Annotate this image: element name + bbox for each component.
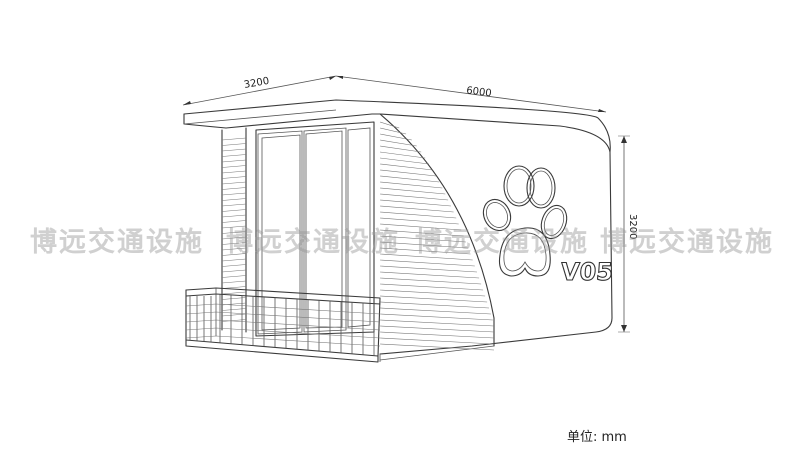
louvre-slat bbox=[379, 205, 454, 213]
louvre-slat bbox=[379, 163, 433, 171]
louvre-slat bbox=[379, 157, 430, 165]
louvre-slat bbox=[379, 283, 484, 291]
louvre-slat bbox=[379, 139, 417, 147]
louvre-slat bbox=[379, 331, 495, 339]
louvre-slat bbox=[221, 247, 247, 251]
louvre-slat bbox=[379, 151, 426, 159]
louvre-panel bbox=[379, 121, 495, 351]
watermark-3: 博远交通设施 bbox=[415, 227, 589, 258]
louvre-slat bbox=[379, 235, 466, 243]
cabin-body bbox=[379, 113, 613, 362]
louvre-slat bbox=[221, 264, 247, 267]
louvre-slat bbox=[379, 241, 469, 249]
watermark-4: 博远交通设施 bbox=[600, 227, 774, 258]
louvre-slat bbox=[379, 319, 495, 327]
louvre-slat bbox=[221, 275, 247, 278]
louvre-slat bbox=[379, 289, 486, 297]
dimension-width: 3200 bbox=[182, 75, 337, 106]
dimension-length: 6000 bbox=[335, 75, 607, 113]
height-label: 3200 bbox=[627, 214, 638, 239]
unit-label: 单位: mm bbox=[567, 430, 627, 445]
railing-rail bbox=[185, 327, 381, 339]
louvre-slat bbox=[379, 313, 493, 321]
louvre-slat bbox=[379, 169, 437, 177]
louvre-slat bbox=[221, 291, 247, 295]
louvre-slat bbox=[221, 236, 247, 240]
louvre-slat bbox=[221, 209, 247, 212]
louvre-slat bbox=[379, 337, 495, 345]
louvre-slat bbox=[221, 220, 247, 223]
louvre-slat bbox=[379, 187, 446, 195]
louvre-slat bbox=[379, 307, 491, 315]
railing-rail bbox=[185, 319, 381, 331]
louvre-slat bbox=[379, 253, 473, 261]
louvre-slat bbox=[221, 203, 247, 207]
louvre-slat bbox=[379, 229, 464, 237]
louvre-slat bbox=[379, 211, 457, 219]
louvre-slat bbox=[221, 148, 247, 152]
length-label: 6000 bbox=[466, 85, 493, 99]
louvre-slat bbox=[379, 259, 475, 267]
louvre-slat bbox=[221, 181, 247, 185]
louvre-slat bbox=[221, 225, 247, 229]
louvre-slat bbox=[379, 127, 407, 135]
louvre-slat bbox=[221, 269, 247, 273]
louvre-slat bbox=[379, 277, 482, 285]
paw-toe-2 bbox=[526, 167, 556, 209]
louvre-slat bbox=[221, 214, 247, 218]
louvre-slat bbox=[379, 181, 443, 189]
louvre-slat bbox=[379, 217, 459, 225]
louvre-slat bbox=[379, 133, 412, 141]
paw-pad bbox=[498, 227, 551, 277]
paw-logo bbox=[482, 165, 568, 277]
louvre-slat bbox=[221, 192, 247, 196]
paw-toe-1 bbox=[503, 165, 535, 207]
roof bbox=[183, 99, 611, 153]
louvre-slat bbox=[379, 175, 440, 183]
louvre-slat bbox=[379, 343, 495, 351]
louvre-slat bbox=[379, 121, 400, 129]
louvre-slat bbox=[379, 325, 495, 333]
louvre-slat bbox=[379, 247, 471, 255]
louvre-slat bbox=[221, 154, 247, 157]
louvre-slat bbox=[221, 280, 247, 284]
paw-toe-4 bbox=[540, 204, 568, 240]
paw-toe-3 bbox=[482, 198, 512, 232]
louvre-slat bbox=[379, 145, 422, 153]
louvre-slat bbox=[379, 265, 478, 273]
watermark-1: 博远交通设施 bbox=[30, 227, 204, 258]
louvre-slat bbox=[379, 301, 490, 309]
louvre-slat bbox=[379, 295, 488, 303]
dimension-height: 3200 bbox=[618, 135, 638, 333]
model-label: V05 bbox=[560, 258, 614, 286]
railing-rail bbox=[185, 303, 381, 315]
balcony-railing bbox=[185, 287, 381, 363]
louvre-slat bbox=[221, 165, 247, 168]
louvre-slat bbox=[221, 258, 247, 262]
louvre-slat bbox=[379, 199, 451, 207]
louvre-slat bbox=[379, 271, 480, 279]
railing-rail bbox=[185, 311, 381, 323]
louvre-slat bbox=[221, 187, 247, 190]
louvre-slat bbox=[221, 198, 247, 201]
railing-rail bbox=[185, 335, 381, 347]
louvre-slat bbox=[221, 137, 247, 141]
louvre-slat bbox=[221, 159, 247, 163]
louvre-slat bbox=[221, 143, 247, 146]
louvre-slat bbox=[221, 231, 247, 234]
louvre-slat bbox=[221, 253, 247, 256]
louvre-slat bbox=[379, 193, 449, 201]
louvre-slat bbox=[221, 170, 247, 174]
louvre-slat bbox=[221, 176, 247, 179]
louvre-slat bbox=[379, 223, 462, 231]
louvre-slat bbox=[221, 242, 247, 245]
width-label: 3200 bbox=[243, 76, 270, 91]
watermark-2: 博远交通设施 bbox=[226, 227, 400, 258]
